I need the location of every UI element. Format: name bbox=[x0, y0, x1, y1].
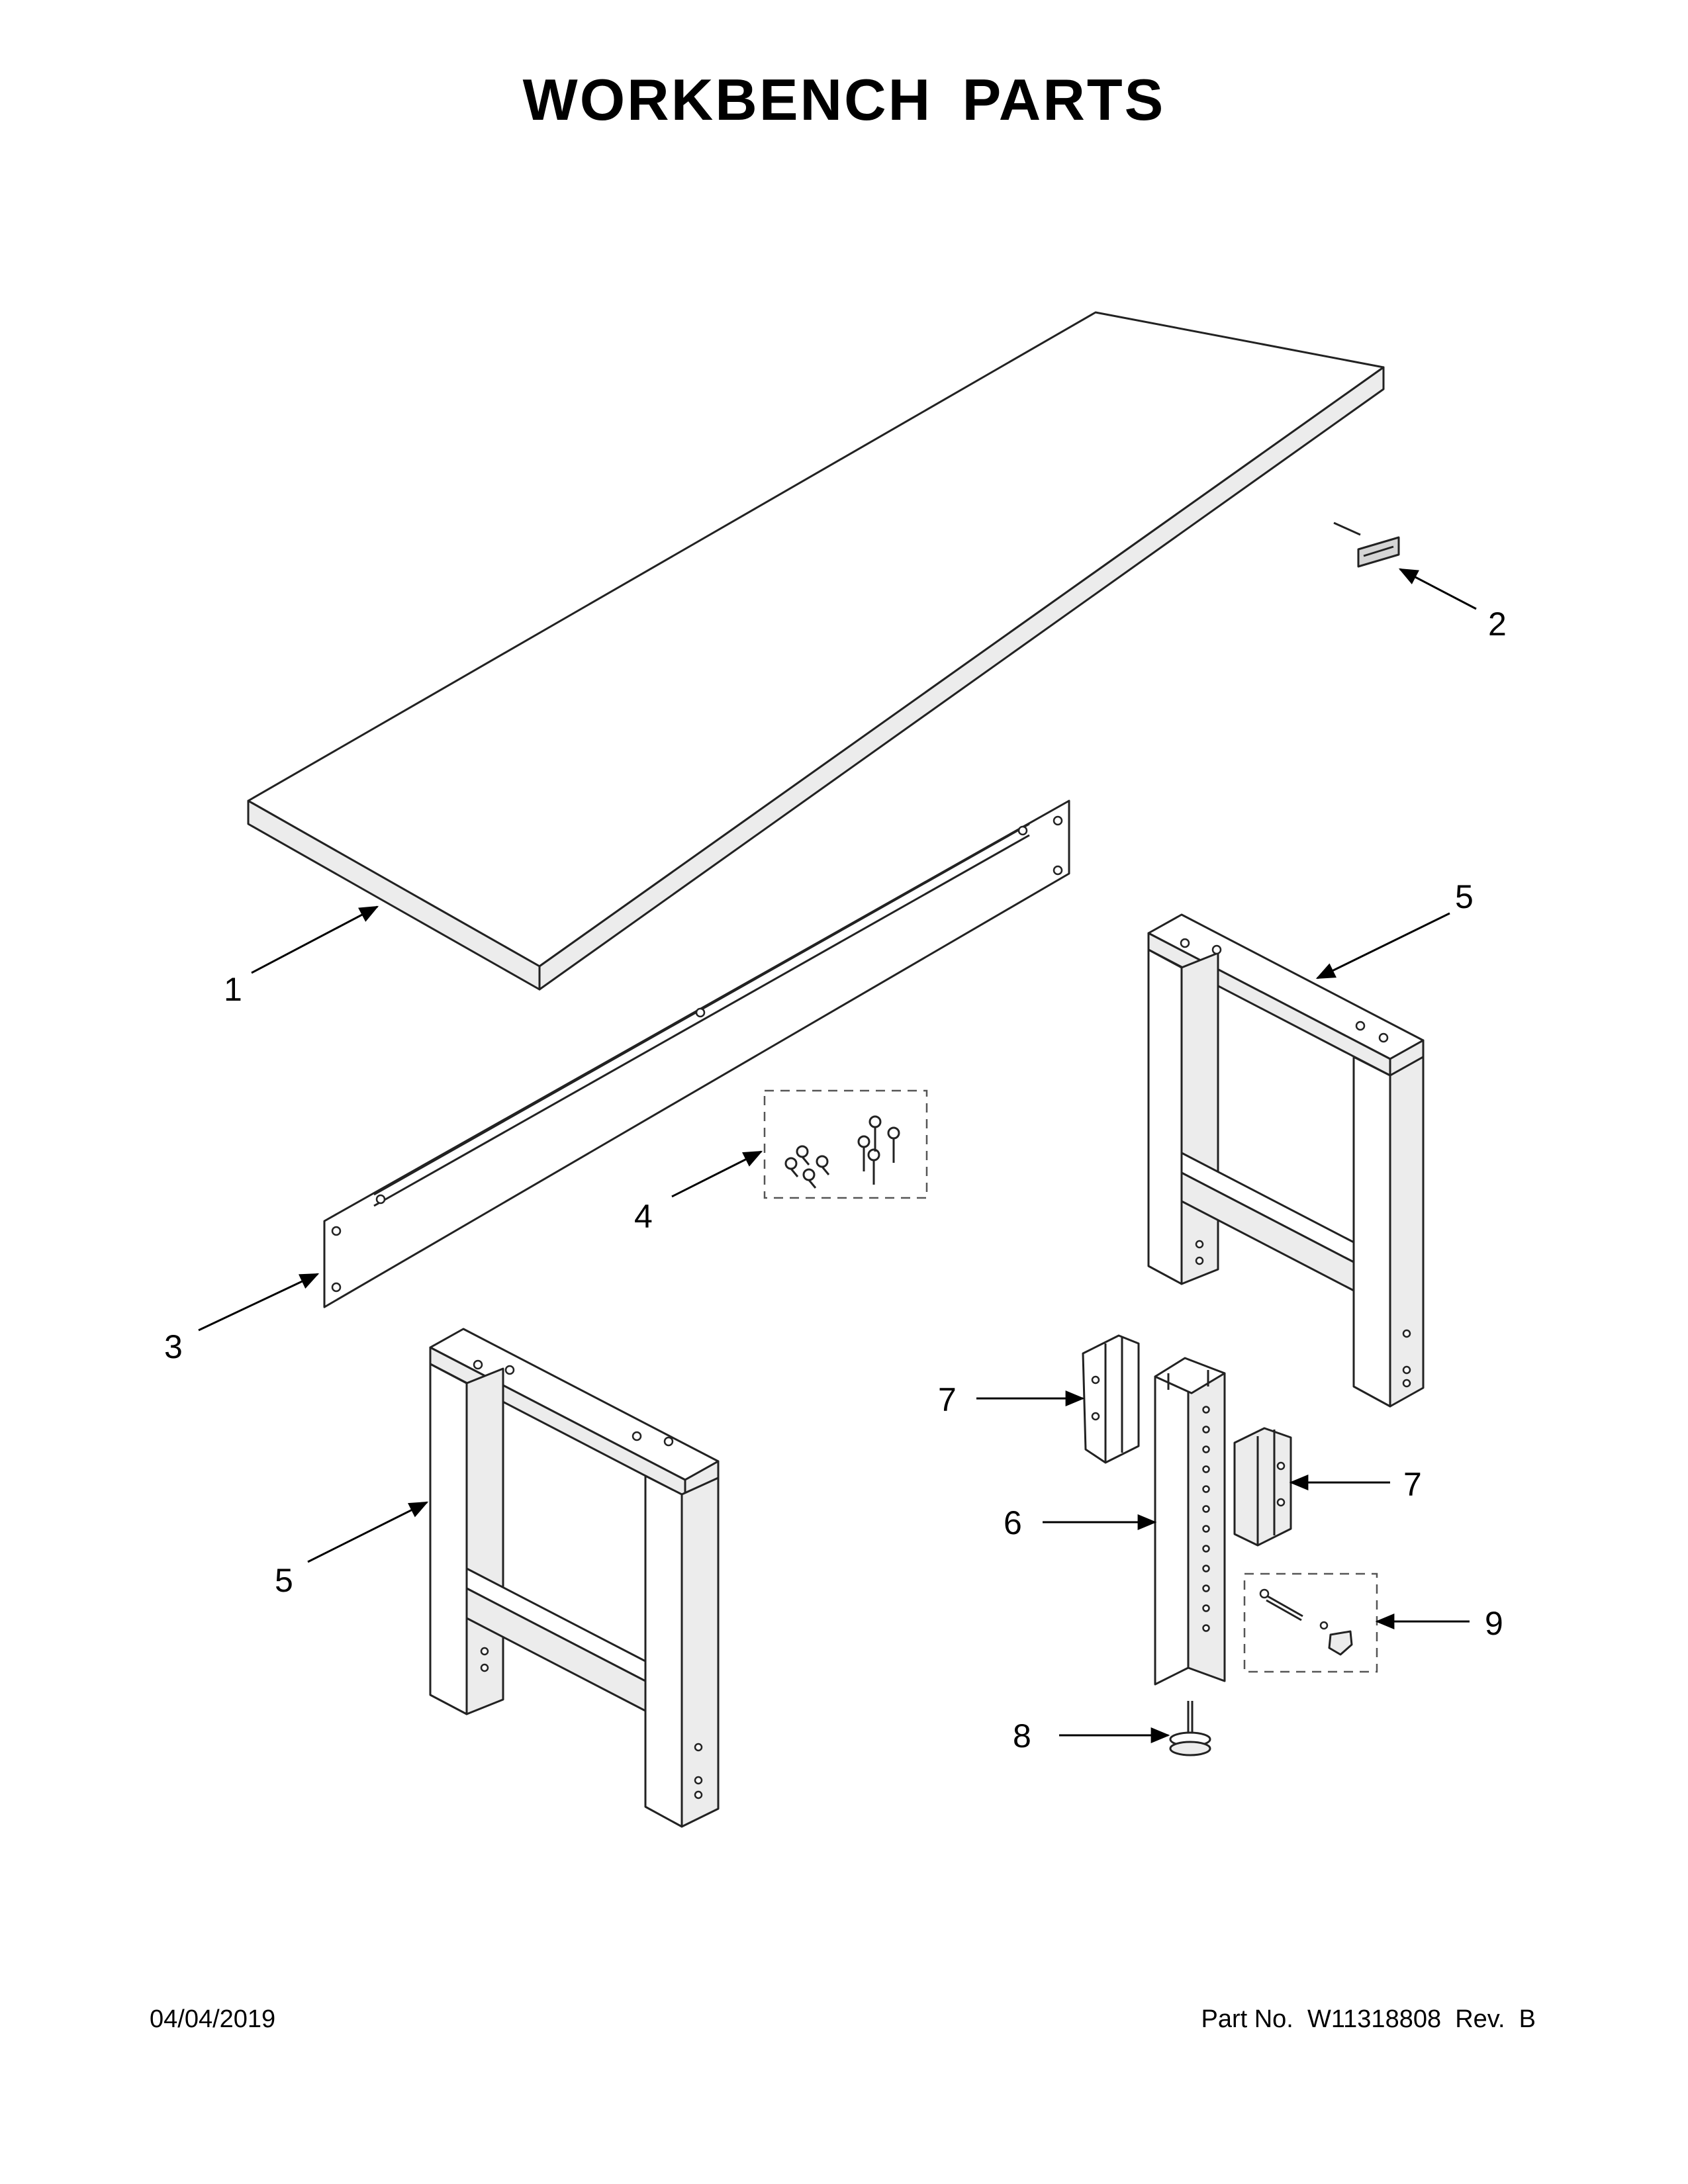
callout-1: 1 bbox=[224, 971, 242, 1008]
screw-kit bbox=[763, 1089, 928, 1199]
callout-arrows bbox=[198, 568, 1477, 1743]
leg-frame-upper bbox=[1147, 913, 1425, 1408]
callout-5-lower: 5 bbox=[275, 1562, 293, 1599]
bracket-right bbox=[1233, 1427, 1292, 1547]
callout-4: 4 bbox=[634, 1198, 653, 1235]
knob-kit bbox=[1243, 1572, 1378, 1673]
callout-2: 2 bbox=[1488, 606, 1507, 643]
leveling-foot bbox=[1169, 1701, 1211, 1756]
callout-9: 9 bbox=[1485, 1605, 1503, 1642]
footer-date: 04/04/2019 bbox=[150, 2005, 276, 2033]
leg-frame-lower bbox=[429, 1328, 720, 1828]
leg-post bbox=[1154, 1357, 1226, 1686]
callout-6: 6 bbox=[1004, 1504, 1022, 1541]
back-panel bbox=[323, 799, 1070, 1308]
callout-7-right: 7 bbox=[1403, 1466, 1422, 1503]
bracket-left bbox=[1082, 1334, 1140, 1464]
callout-7-left: 7 bbox=[938, 1381, 957, 1418]
page-title: WORKBENCH PARTS bbox=[522, 67, 1166, 132]
badge-label bbox=[1357, 536, 1400, 568]
footer-part-number: Part No. W11318808 Rev. B bbox=[1201, 2005, 1536, 2033]
callout-labels: 1 2 3 4 5 5 6 7 7 8 9 bbox=[164, 606, 1507, 1754]
callout-8: 8 bbox=[1013, 1717, 1031, 1754]
workbench-top bbox=[247, 311, 1385, 991]
callout-3: 3 bbox=[164, 1328, 183, 1365]
callout-5-upper: 5 bbox=[1455, 878, 1474, 915]
